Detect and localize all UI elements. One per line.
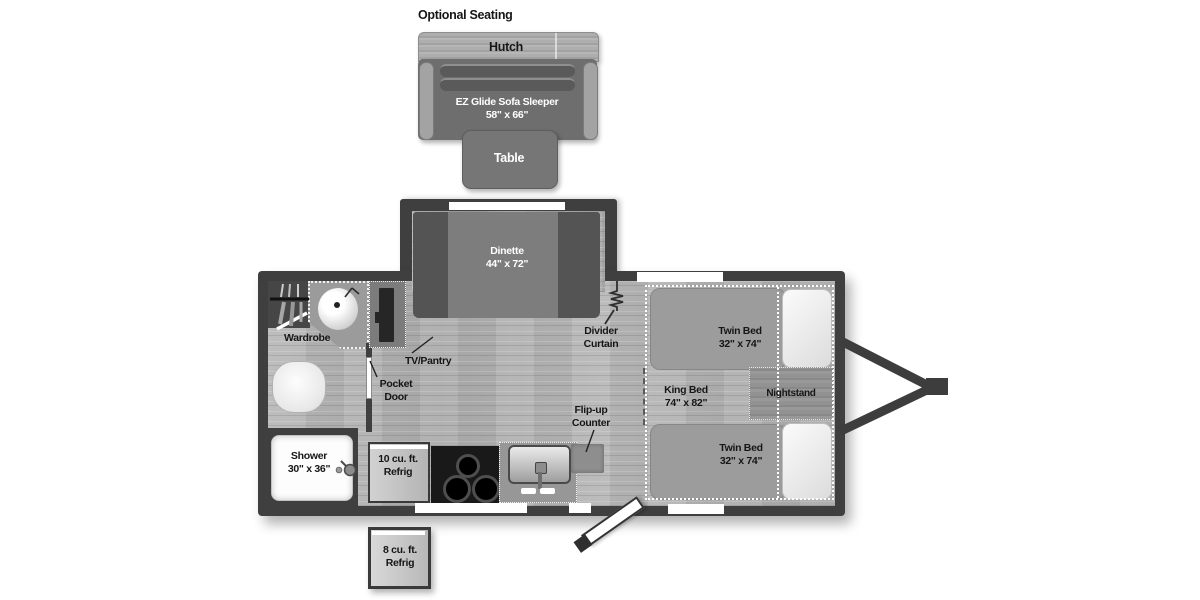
sofa-sleeper — [418, 59, 598, 140]
twin-bed-top-mattress — [650, 288, 786, 370]
hitch-coupler-icon — [926, 378, 948, 395]
burner-icon — [443, 475, 471, 503]
sink-cover — [540, 488, 555, 494]
kitchen-window — [415, 503, 527, 513]
wardrobe-label: Wardrobe — [284, 332, 331, 344]
bedroom-bottom-window — [668, 504, 724, 514]
sofa-armrest-right — [583, 62, 598, 140]
hutch-seam — [555, 33, 557, 61]
nightstand — [749, 367, 834, 420]
pillow — [782, 289, 832, 368]
pocket-door-wall-upper — [366, 343, 372, 357]
wardrobe — [268, 281, 310, 328]
sofa-back-cushion — [440, 78, 575, 91]
kitchen-sink-counter — [499, 442, 577, 503]
hutch — [418, 32, 599, 62]
hitch-tongue — [838, 336, 948, 436]
tv-icon — [379, 288, 394, 342]
twin-bed-bottom-mattress — [650, 424, 786, 500]
king-bed-extension-line — [643, 368, 645, 425]
bedroom-top-window — [637, 272, 723, 282]
refrigerator-8cuft — [368, 527, 431, 589]
pocket-door-wall-lower — [366, 399, 372, 432]
dinette-bench-left — [413, 212, 448, 318]
dinette-table — [448, 212, 558, 318]
refrigerator-10cuft — [368, 442, 430, 503]
tv-pantry-cabinet — [369, 281, 406, 348]
burner-icon — [472, 475, 500, 503]
flip-up-counter — [571, 444, 604, 473]
optional-seating-title: Optional Seating — [418, 8, 513, 22]
slideout-window — [449, 202, 565, 210]
refrigerator-top-edge — [370, 445, 428, 449]
pocket-door-panel — [366, 357, 372, 399]
pillow — [782, 423, 832, 500]
cooktop — [431, 446, 500, 503]
tv-mount — [375, 312, 380, 323]
sofa-back-cushion — [440, 64, 575, 77]
dinette-bench-right — [558, 212, 600, 318]
tv-pantry-label: TV/Pantry — [405, 355, 452, 367]
refrigerator-top-edge — [372, 531, 425, 535]
burner-icon — [456, 454, 480, 478]
toilet — [272, 361, 326, 413]
entry-door-opening — [569, 503, 591, 513]
faucet-stem — [538, 472, 542, 489]
sofa-armrest-left — [419, 62, 434, 140]
table — [462, 130, 558, 189]
sink-cover — [521, 488, 536, 494]
bed-platform-outline — [645, 285, 834, 500]
bed-platform-inner-line — [777, 287, 779, 498]
